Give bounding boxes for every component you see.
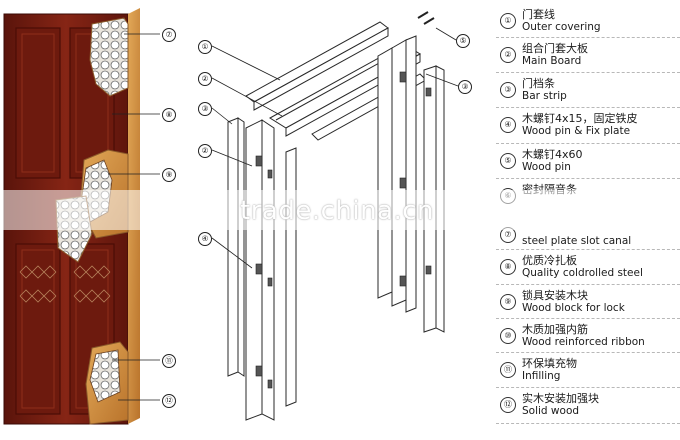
frame-callout-3-right: ③: [458, 80, 472, 94]
legend-number: ③: [500, 82, 516, 98]
frame-callout-3-left: ③: [198, 102, 212, 116]
legend-divider: [496, 143, 680, 144]
legend-label-cn: 环保填充物: [522, 357, 577, 370]
frame-callout-2-top: ②: [198, 72, 212, 86]
legend-item: ⑤ 木螺钉4x60 Wood pin: [496, 144, 680, 177]
legend-item: ⑨ 锁具安装木块 Wood block for lock: [496, 285, 680, 318]
legend-label-en: Quality coldrolled steel: [522, 267, 643, 279]
frame-exploded-view: [227, 21, 445, 421]
frame-callout-5: ⑤: [456, 34, 470, 48]
legend-item: ⑦ steel plate slot canal: [496, 218, 680, 251]
legend-number: ⑧: [500, 259, 516, 275]
watermark-text: trade.china.cn: [240, 196, 435, 226]
watermark-band: [0, 190, 680, 230]
legend-label-cn: 组合门套大板: [522, 42, 588, 55]
legend-label-en: Bar strip: [522, 90, 567, 102]
legend-label-en: Wood pin: [522, 161, 571, 173]
legend-number: ⑫: [500, 397, 516, 413]
legend-divider: [496, 178, 680, 179]
legend-number: ②: [500, 47, 516, 63]
legend-label-cn: 门套线: [522, 8, 555, 21]
legend-divider: [496, 249, 680, 250]
legend-label-en: Wood reinforced ribbon: [522, 336, 645, 348]
legend-label-cn: 木螺钉4x15，固定铁皮: [522, 112, 638, 125]
door-callout-12: ⑫: [162, 394, 176, 408]
fixing-plates: [255, 71, 432, 389]
legend-label-en: Solid wood: [522, 405, 580, 417]
legend-item: ⑫ 实木安装加强块 Solid wood: [496, 388, 680, 421]
wood-pin-screws: [417, 11, 435, 25]
legend-label-cn: 优质冷扎板: [522, 254, 577, 267]
legend-divider: [496, 72, 680, 73]
legend-label-en: Infilling: [522, 370, 561, 382]
frame-callout-2-left: ②: [198, 144, 212, 158]
legend-item: ① 门套线 Outer covering: [496, 4, 680, 37]
legend-divider: [496, 423, 680, 424]
frame-callout-1: ①: [198, 40, 212, 54]
legend-label-en: Wood pin & Fix plate: [522, 125, 631, 137]
legend-label-en: Wood block for lock: [522, 302, 625, 314]
legend-item: ⑪ 环保填充物 Infilling: [496, 353, 680, 386]
legend-number: ⑨: [500, 294, 516, 310]
door-leader-lines: [108, 33, 160, 401]
legend-item: ③ 门档条 Bar strip: [496, 73, 680, 106]
door-callout-7: ⑦: [162, 28, 176, 42]
door-callout-11: ⑪: [162, 354, 176, 368]
legend-item: ② 组合门套大板 Main Board: [496, 38, 680, 71]
legend-number: ⑩: [500, 328, 516, 344]
door-callout-9: ⑨: [162, 168, 176, 182]
legend-number: ①: [500, 13, 516, 29]
legend-divider: [496, 284, 680, 285]
legend-label-cn: 实木安装加强块: [522, 392, 599, 405]
frame-callout-4: ④: [198, 232, 212, 246]
legend-item: ⑧ 优质冷扎板 Quality coldrolled steel: [496, 250, 680, 283]
legend-number: ④: [500, 117, 516, 133]
legend-label-en: Outer covering: [522, 21, 601, 33]
legend-label-cn: 锁具安装木块: [522, 289, 588, 302]
legend-label-en: steel plate slot canal: [522, 235, 632, 247]
legend-divider: [496, 107, 680, 108]
legend-label-cn: 木螺钉4x60: [522, 148, 583, 161]
legend-label-cn: 门档条: [522, 77, 555, 90]
legend-divider: [496, 37, 680, 38]
legend-divider: [496, 352, 680, 353]
frame-leader-lines: [211, 27, 459, 269]
legend-number: ⑪: [500, 362, 516, 378]
legend-divider: [496, 387, 680, 388]
legend-number: ⑤: [500, 153, 516, 169]
legend-item: ⑩ 木质加强内筋 Wood reinforced ribbon: [496, 319, 680, 352]
legend-label-cn: 木质加强内筋: [522, 323, 588, 336]
door-callout-8: ⑧: [162, 108, 176, 122]
legend-divider: [496, 318, 680, 319]
legend-label-en: Main Board: [522, 55, 582, 67]
legend-item: ④ 木螺钉4x15，固定铁皮 Wood pin & Fix plate: [496, 108, 680, 141]
